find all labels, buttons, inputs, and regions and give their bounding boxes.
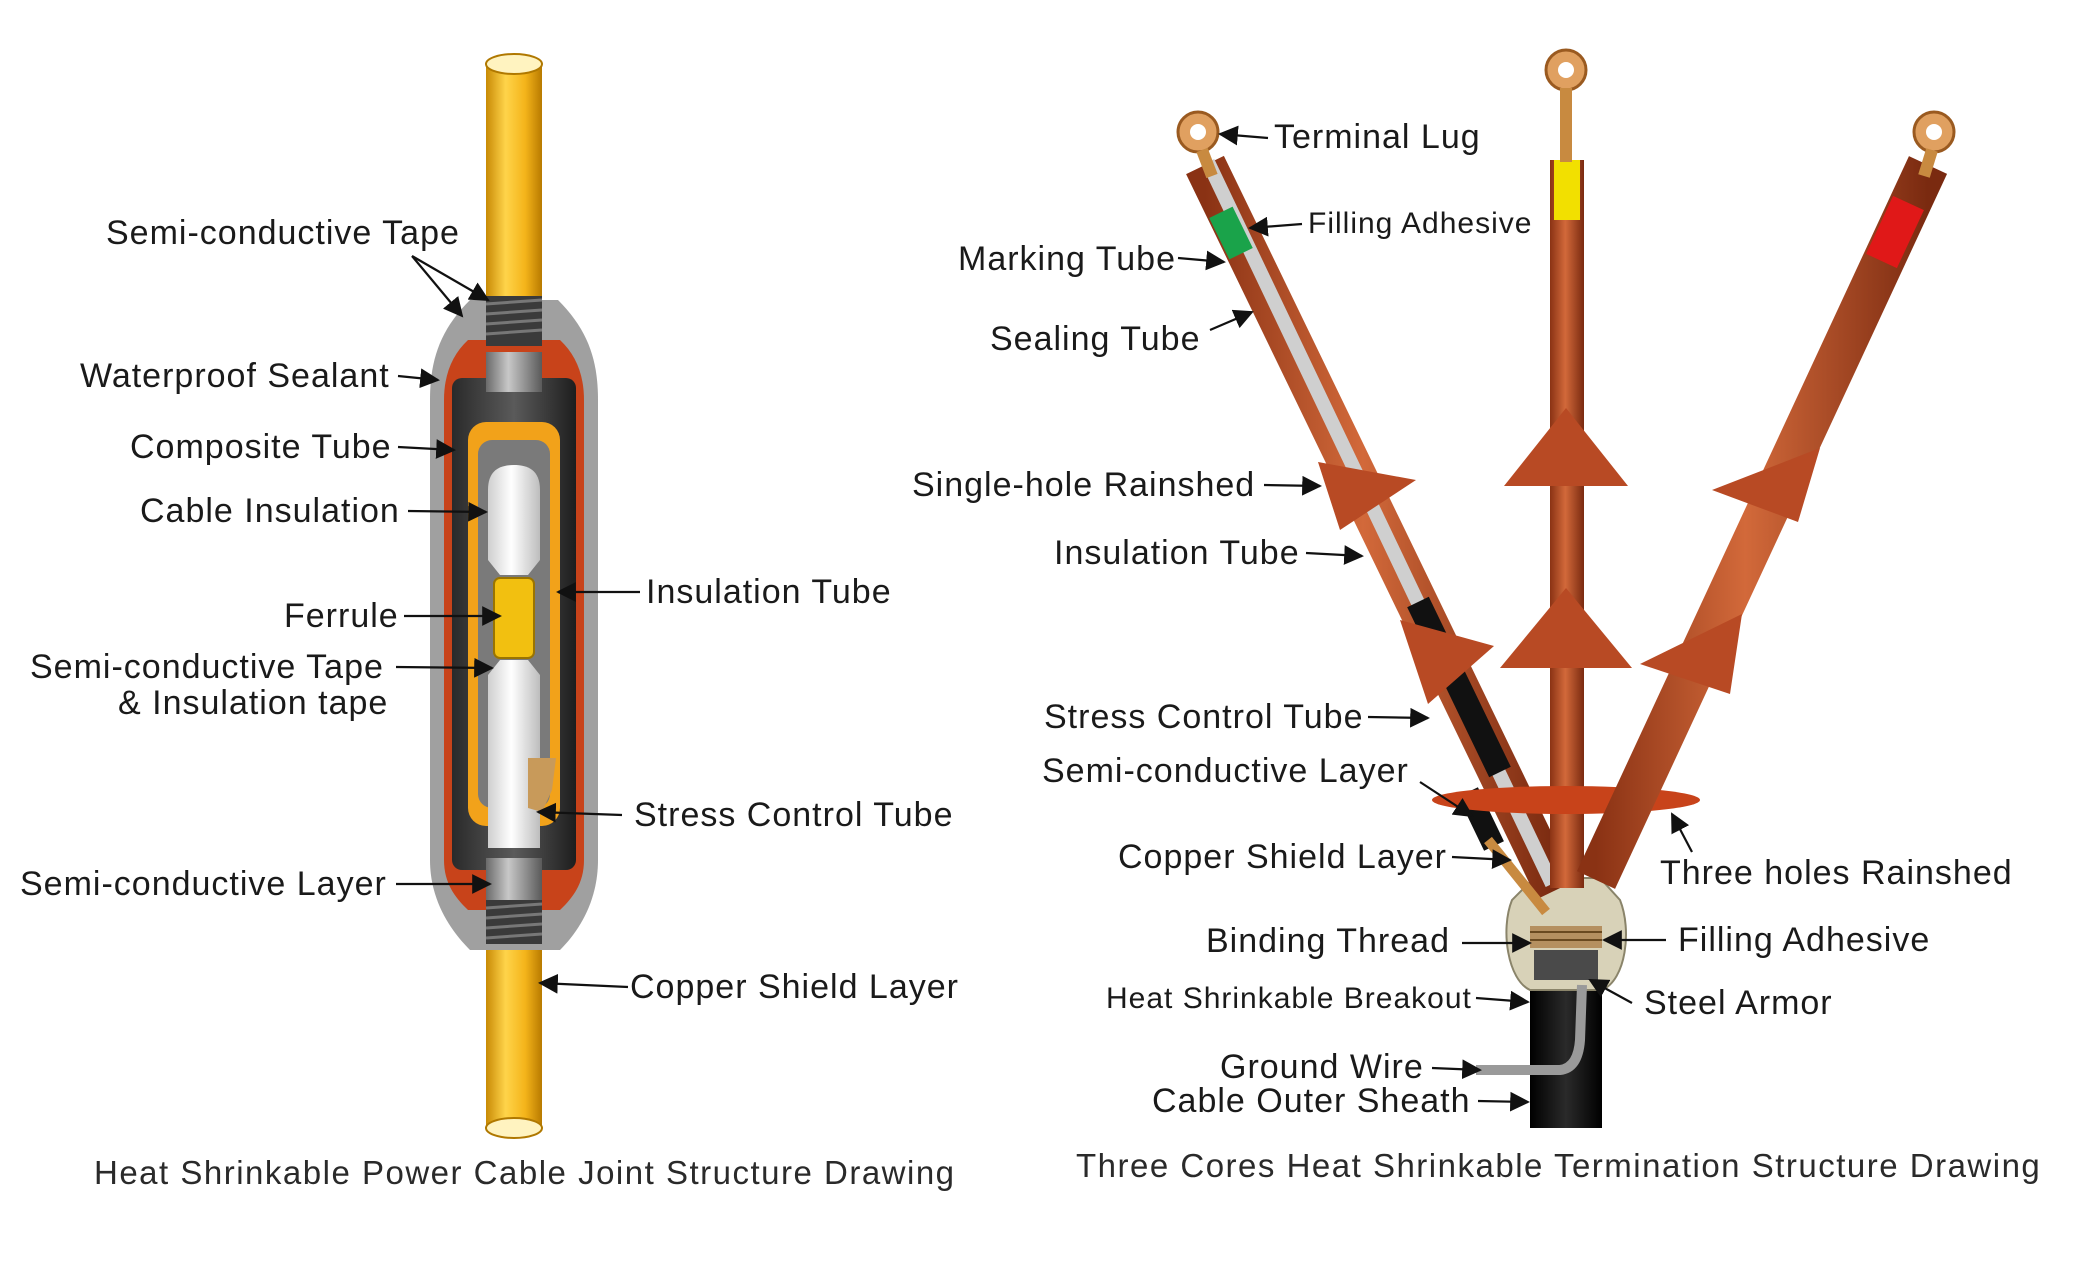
label-steel-armor: Steel Armor	[1644, 984, 1833, 1022]
core-middle	[1432, 48, 1700, 888]
rainshed-middle-upper	[1504, 408, 1628, 486]
cable-insulation-top	[488, 465, 540, 575]
termination-drawing	[1176, 48, 1956, 1128]
terminal-lug-left-hole	[1190, 124, 1206, 140]
joint-drawing	[430, 53, 598, 1139]
marking-tube-green	[1209, 206, 1253, 260]
label-composite-tube: Composite Tube	[130, 428, 392, 466]
label-stress-control-tube-right: Stress Control Tube	[1044, 698, 1363, 736]
label-heat-shrinkable-breakout: Heat Shrinkable Breakout	[1106, 982, 1472, 1015]
marking-tube-yellow	[1554, 160, 1580, 220]
label-ferrule: Ferrule	[284, 597, 399, 635]
binding-thread	[1530, 926, 1602, 948]
joint-leaders	[395, 255, 640, 994]
stress-control-tube-detail	[528, 758, 556, 812]
rainshed-right-lower	[1640, 614, 1742, 694]
label-semi-tape-insulation-line2: & Insulation tape	[118, 684, 388, 722]
label-semi-tape-insulation-line1: Semi-conductive Tape	[30, 648, 384, 686]
terminal-lug-middle-hole	[1558, 62, 1574, 78]
label-semi-conductive-layer-right: Semi-conductive Layer	[1042, 752, 1409, 790]
label-terminal-lug: Terminal Lug	[1274, 118, 1481, 156]
label-three-holes-rainshed: Three holes Rainshed	[1660, 854, 2013, 892]
semi-conductive-tape-top	[485, 296, 543, 346]
terminal-lug-right-hole	[1926, 124, 1942, 140]
label-cable-outer-sheath: Cable Outer Sheath	[1152, 1082, 1471, 1120]
grey-section-bottom	[486, 858, 542, 902]
semi-conductive-tape-bottom	[485, 900, 543, 944]
label-copper-shield-layer: Copper Shield Layer	[630, 968, 959, 1006]
lug-neck-middle	[1560, 88, 1572, 162]
label-sealing-tube: Sealing Tube	[990, 320, 1201, 358]
label-waterproof-sealant: Waterproof Sealant	[80, 357, 390, 395]
steel-armor	[1534, 950, 1598, 980]
label-filling-adhesive-top: Filling Adhesive	[1308, 207, 1532, 240]
label-single-hole-rainshed: Single-hole Rainshed	[912, 466, 1255, 504]
label-binding-thread: Binding Thread	[1206, 922, 1450, 960]
rainshed-middle-lower	[1500, 588, 1632, 668]
caption-termination: Three Cores Heat Shrinkable Termination …	[1076, 1147, 2041, 1184]
core-left	[1176, 110, 1575, 916]
label-ground-wire: Ground Wire	[1220, 1048, 1424, 1086]
rainshed-right-upper	[1712, 448, 1820, 522]
label-copper-shield-layer-right: Copper Shield Layer	[1118, 838, 1447, 876]
cable-top-end	[485, 53, 543, 75]
label-insulation-tube: Insulation Tube	[646, 573, 892, 611]
label-semi-conductive-layer: Semi-conductive Layer	[20, 865, 387, 903]
caption-joint: Heat Shrinkable Power Cable Joint Struct…	[94, 1154, 956, 1191]
core-right	[1576, 110, 1956, 889]
cable-bottom-end	[485, 1117, 543, 1139]
grey-section-top	[486, 352, 542, 392]
label-insulation-tube-right: Insulation Tube	[1054, 534, 1300, 572]
cable-insulation-bottom	[488, 660, 540, 848]
rainshed-left-upper	[1318, 462, 1416, 530]
lug-neck-right	[1918, 148, 1938, 178]
label-cable-insulation: Cable Insulation	[140, 492, 400, 530]
cable-outer-sheath	[1530, 978, 1602, 1128]
marking-tube-red	[1866, 195, 1924, 269]
label-stress-control-tube: Stress Control Tube	[634, 796, 953, 834]
label-filling-adhesive-bottom: Filling Adhesive	[1678, 921, 1930, 959]
ferrule	[493, 577, 535, 659]
termination-leaders	[1177, 125, 1693, 1112]
rainshed-left-lower	[1400, 620, 1494, 704]
label-marking-tube: Marking Tube	[958, 240, 1176, 278]
label-semi-conductive-tape: Semi-conductive Tape	[106, 214, 460, 252]
lug-neck-left	[1196, 147, 1218, 179]
ground-wire	[1476, 984, 1587, 1075]
